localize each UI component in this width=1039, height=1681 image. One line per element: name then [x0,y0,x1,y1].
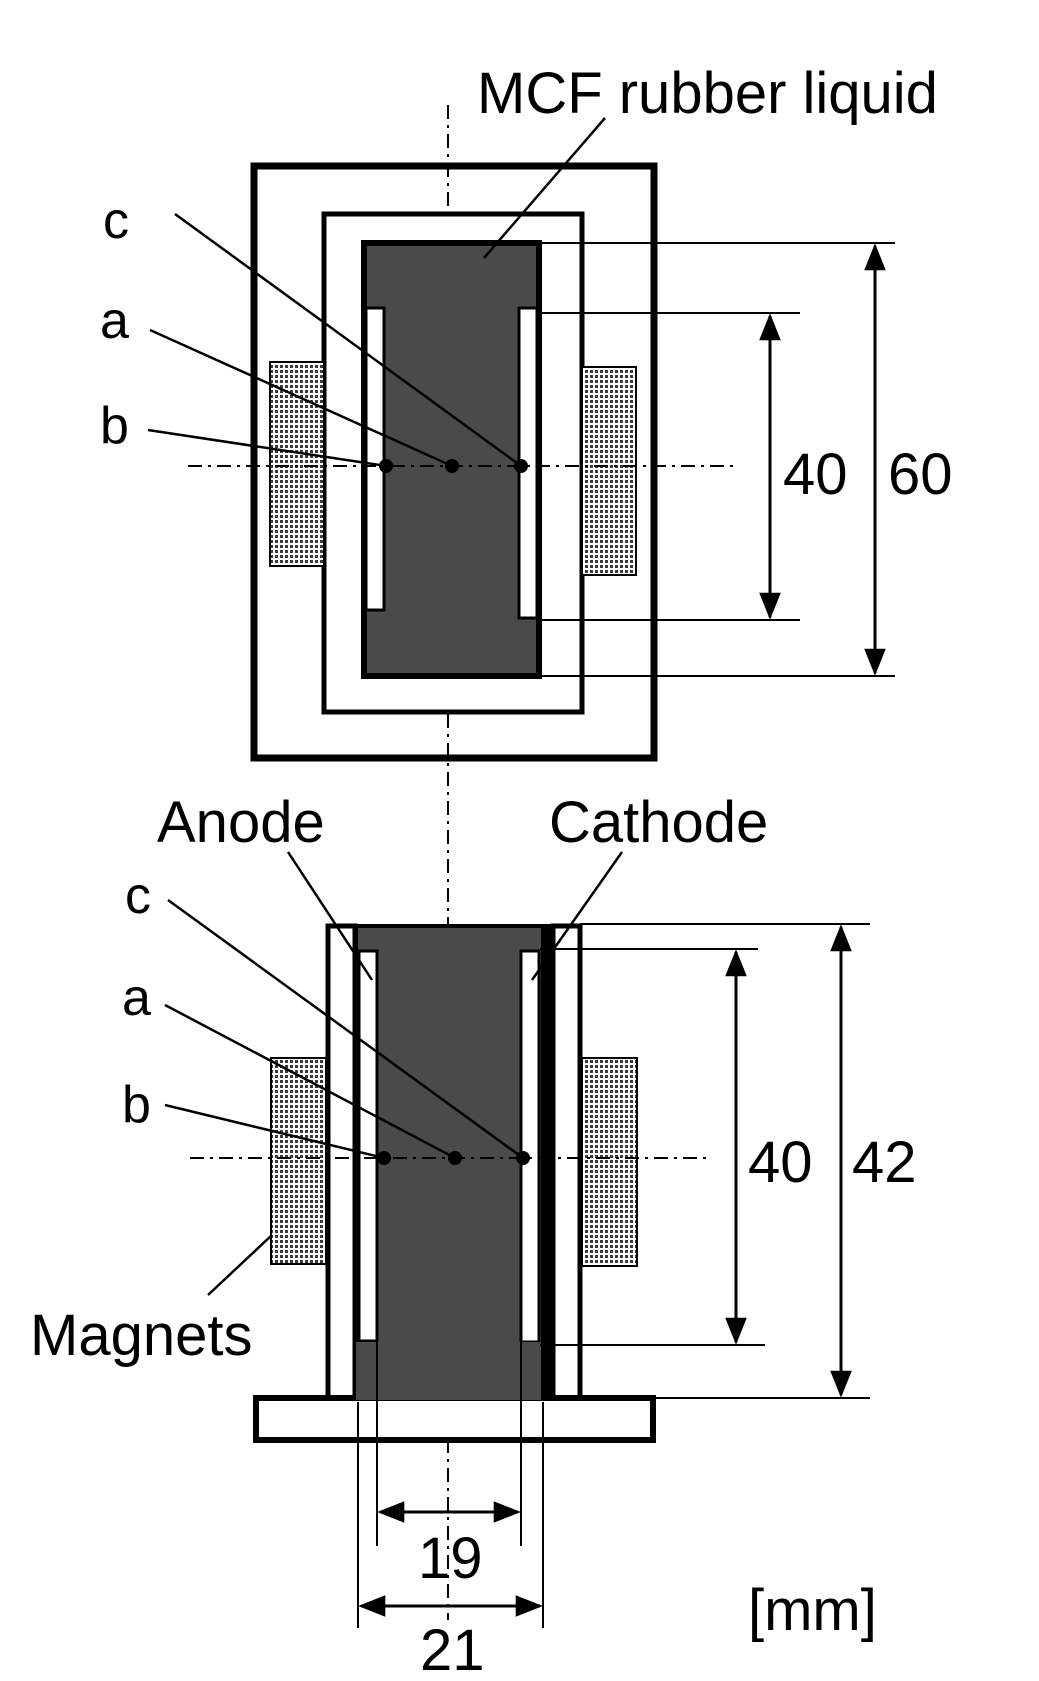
cathode-label: Cathode [549,790,768,855]
anode-label: Anode [157,790,325,855]
bottom-base-fluid [356,1342,541,1400]
top-label-a: a [100,292,129,350]
top-label-b: b [100,397,129,455]
bottom-base-plate [253,1395,656,1443]
magnets-leader [207,1234,273,1296]
bottom-label-c: c [125,867,151,925]
mcf-label: MCF rubber liquid [477,61,938,126]
unit-label: [mm] [748,1578,877,1643]
top-leader-c [174,212,522,468]
top-leader-mcf [483,117,606,259]
top-anode-slot [364,306,386,612]
bottom-dim-label-40: 40 [748,1130,813,1195]
bottom-label-b: b [122,1076,151,1134]
bottom-view: Anode Cathode c a b 40 42 Magnets 19 21 … [30,790,917,1681]
bottom-anode-slot [357,949,379,1343]
anode-leader [286,851,374,981]
bottom-label-a: a [122,969,151,1027]
bottom-leader-c [167,898,524,1160]
top-leader-a [149,328,453,468]
bottom-dim-label-42: 42 [852,1130,917,1195]
cathode-leader [530,851,624,981]
bottom-right-wall [550,923,583,1407]
bottom-right-magnet [581,1057,638,1267]
top-left-magnet [269,361,325,567]
top-outer-frame [250,162,658,762]
bottom-leader-b [164,1103,385,1160]
bottom-leader-a [164,1003,456,1160]
bottom-left-magnet [270,1057,327,1265]
width-label-19: 19 [418,1526,483,1591]
bottom-cathode-slot [519,949,541,1344]
top-leader-b [147,428,387,468]
top-dim-label-40: 40 [783,442,848,507]
top-view: MCF rubber liquid c a b 40 60 [100,61,953,762]
top-right-magnet [581,366,637,576]
magnets-label: Magnets [30,1303,252,1368]
top-label-c: c [103,192,129,250]
width-label-21: 21 [420,1618,485,1681]
bottom-cathode-plate [541,926,551,1402]
bottom-left-wall [325,923,358,1407]
top-dim-label-60: 60 [888,442,953,507]
